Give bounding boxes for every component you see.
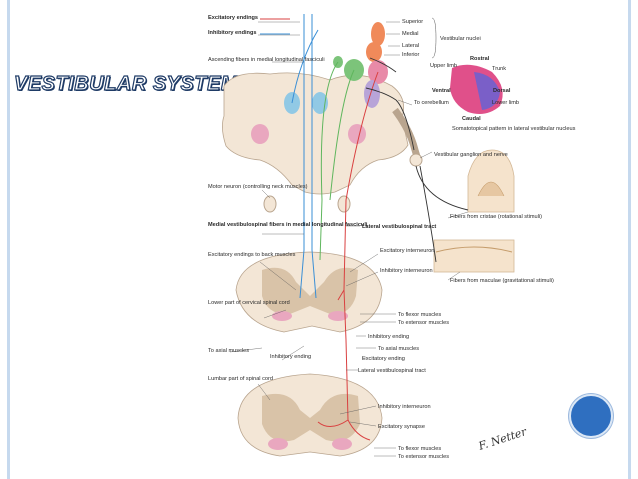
slide-frame-right <box>628 0 631 479</box>
label-to-extensor: To extensor muscles <box>398 320 449 326</box>
inferior-nucleus <box>364 80 380 108</box>
label-rostral: Rostral <box>470 56 490 62</box>
label-exc-interneuron: Excitatory interneuron <box>380 248 434 254</box>
label-dorsal: Dorsal <box>493 88 511 94</box>
lumbar-pink-right <box>332 438 352 450</box>
crista-hair-cells <box>477 181 505 197</box>
crista-illustration <box>467 149 515 213</box>
label-ventral: Ventral <box>432 88 451 94</box>
motor-neuron-right <box>337 195 351 213</box>
netter-signature: F. Netter <box>476 425 529 453</box>
label-inh-ending-left: Inhibitory ending <box>270 354 311 360</box>
decorative-circle <box>569 394 613 438</box>
label-exc-ending: Excitatory ending <box>362 356 405 362</box>
green-pathways <box>319 61 355 261</box>
label-exc-back: Excitatory endings to back muscles <box>208 252 296 258</box>
macula-hair-cells <box>435 246 513 253</box>
label-exc-synapse: Excitatory synapse <box>378 424 425 430</box>
brainstem-section <box>222 72 409 195</box>
label-medial: Medial <box>402 31 418 37</box>
label-upper-limb: Upper limb <box>430 63 457 69</box>
label-cristae: Fibers from cristae (rotational stimuli) <box>450 214 542 220</box>
lumbar-gray-matter <box>262 393 360 442</box>
label-to-flexor: To flexor muscles <box>398 312 441 318</box>
label-inh-interneuron: Inhibitory interneuron <box>380 268 433 274</box>
label-to-axial: To axial muscles <box>378 346 419 352</box>
slide-title: VESTIBULAR SYSTEM <box>13 72 239 95</box>
label-motor-neuron: Motor neuron (controlling neck muscles) <box>208 184 308 190</box>
label-trunk: Trunk <box>492 66 506 72</box>
label-lateral-vs-tract: Lateral vestibulospinal tract <box>358 368 426 374</box>
superior-nucleus <box>371 22 385 46</box>
leader-lines <box>229 21 469 457</box>
cervical-pink-right <box>328 311 348 321</box>
label-inh-interneuron-2: Inhibitory interneuron <box>378 404 431 410</box>
cervical-gray-matter <box>262 267 358 315</box>
label-vestibular-nuclei: Vestibular nuclei <box>440 36 481 42</box>
label-lateral: Lateral <box>402 43 419 49</box>
label-lateral-vs: Lateral vestibulospinal tract <box>362 224 436 230</box>
legend-inhibitory-label: Inhibitory endings <box>208 30 256 36</box>
brainstem-blue-nucleus-right <box>312 92 328 114</box>
lumbar-pink-left <box>268 438 288 450</box>
brainstem-pink-nucleus-left <box>251 124 269 144</box>
slide-frame-left <box>7 0 10 479</box>
label-medial-vs: Medial vestibulospinal fibers in medial … <box>208 222 368 228</box>
somatotopy-dorsal <box>474 72 500 110</box>
excitatory-pathways <box>317 71 379 441</box>
afferent-nerve-fibers <box>365 57 469 263</box>
label-lower-limb: Lower limb <box>492 100 519 106</box>
label-lumbar: Lumbar part of spinal cord <box>208 376 273 382</box>
label-ascending: Ascending fibers in medial longitudinal … <box>208 57 325 63</box>
label-to-extensor-2: To extensor muscles <box>398 454 449 460</box>
label-inferior: Inferior <box>402 52 420 58</box>
medial-nucleus <box>366 42 382 62</box>
vestibular-nerve <box>392 107 422 162</box>
brainstem-pink-nucleus-right <box>348 124 366 144</box>
label-to-cerebellum: To cerebellum <box>414 100 449 106</box>
vestibular-ganglion <box>409 153 423 167</box>
label-maculae: Fibers from maculae (gravitational stimu… <box>450 278 554 284</box>
inhibitory-pathways <box>291 14 319 299</box>
macula-illustration <box>433 239 515 273</box>
label-cervical: Lower part of cervical spinal cord <box>208 300 290 306</box>
cervical-pink-left <box>272 311 292 321</box>
legend-excitatory-label: Excitatory endings <box>208 15 258 21</box>
nuclei-bracket <box>431 17 437 59</box>
label-to-flexor-2: To flexor muscles <box>398 446 441 452</box>
cervical-spinal-cord <box>235 251 383 333</box>
label-inh-ending: Inhibitory ending <box>368 334 409 340</box>
label-to-axial-left: To axial muscles <box>208 348 249 354</box>
motor-neuron-left <box>263 195 277 213</box>
label-caudal: Caudal <box>462 116 481 122</box>
label-ganglion: Vestibular ganglion and nerve <box>434 152 508 158</box>
label-somatotopical: Somatotopical pattern in lateral vestibu… <box>452 126 576 132</box>
label-superior: Superior <box>402 19 423 25</box>
